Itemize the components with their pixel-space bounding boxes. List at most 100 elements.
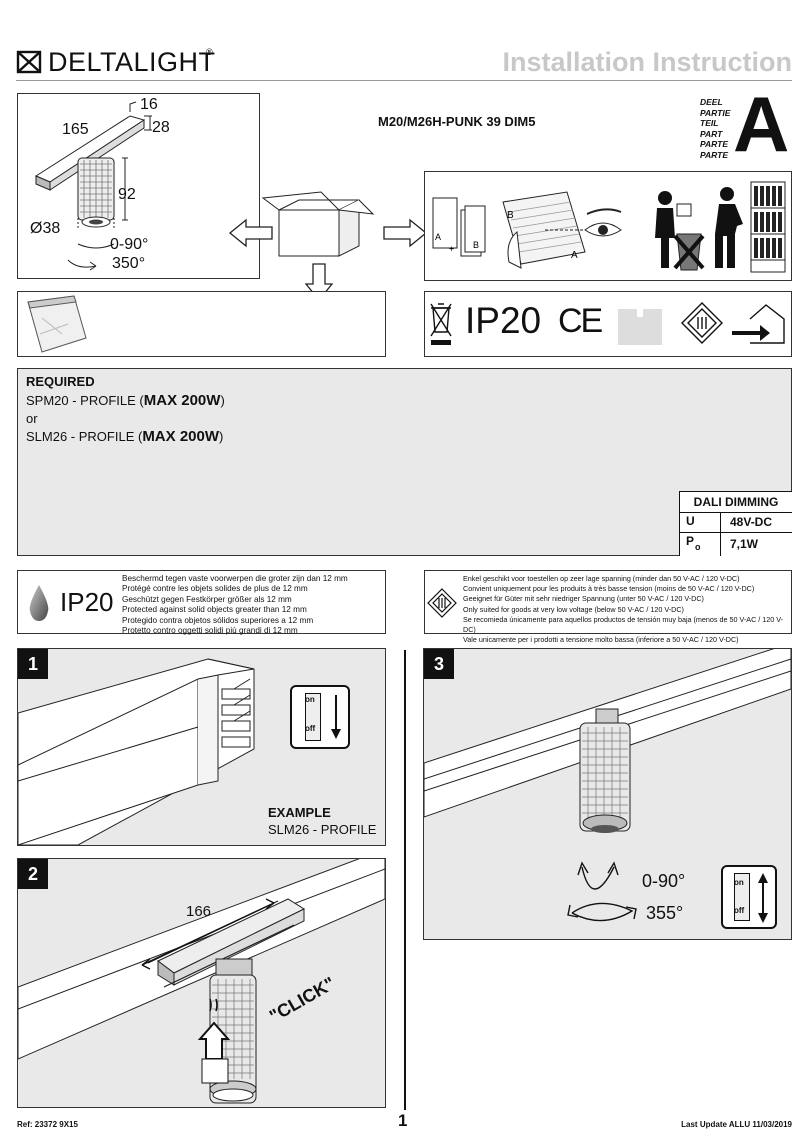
required-line-1-text: SPM20 - PROFILE ( <box>26 393 144 408</box>
ip20-label: IP20 <box>60 587 114 617</box>
step-2-length-label: 166 <box>186 903 212 920</box>
ip20-description: Beschermd tegen vaste voorwerpen die gro… <box>122 574 348 636</box>
step-2-number: 2 <box>18 859 48 889</box>
deltalight-logo-icon <box>16 50 42 74</box>
step-3-panel: 3 0-90° 355° on off <box>423 648 792 940</box>
product-code: M20/M26H-PUNK 39 DIM5 <box>378 114 536 129</box>
indoor-use-icon <box>732 304 785 344</box>
ip20-line: Beschermd tegen vaste voorwerpen die gro… <box>122 574 348 583</box>
arrow-down-icon <box>331 695 341 739</box>
switch-on-label: on <box>305 695 315 704</box>
plastic-bag-icon <box>27 295 87 353</box>
water-drop-icon <box>29 585 49 621</box>
ip20-line: Protetto contro oggetti solidi più grand… <box>122 626 298 636</box>
product-dimensions-panel: 16 165 28 92 Ø38 0-90° 350° <box>17 93 260 279</box>
dim-28: 28 <box>152 119 170 136</box>
switch-on-label: on <box>734 878 744 887</box>
dali-p-value: 7,1W <box>730 537 759 551</box>
profile-drawing <box>18 658 255 845</box>
cardboard-box-icon <box>261 191 375 257</box>
required-heading: REQUIRED <box>26 374 95 389</box>
step-1-number: 1 <box>18 649 48 679</box>
class-iii-small-icon <box>427 588 457 618</box>
arrow-up-down-icon <box>758 873 768 923</box>
footer-ref: Ref: 23372 9X15 <box>17 1120 78 1129</box>
required-or: or <box>26 411 38 426</box>
step-3-rotate-label: 355° <box>646 903 684 923</box>
part-letter: A <box>733 80 790 168</box>
required-line-2-max: MAX 200W <box>142 428 219 445</box>
switch-body <box>734 873 750 921</box>
step-1-panel: 1 on off EXAMPLE SLM26 - PROFILE <box>17 648 386 846</box>
step-3-switch: on off <box>721 865 777 929</box>
dali-u-value: 48V-DC <box>730 515 773 529</box>
unbox-arrow-left-icon <box>228 218 273 248</box>
dim-16: 16 <box>140 96 158 113</box>
footer-last-update: Last Update ALLU 11/03/2019 <box>681 1120 792 1129</box>
svg-text:+: + <box>449 244 454 254</box>
dim-165: 165 <box>62 121 89 138</box>
dali-dimming-table: DALI DIMMING U 48V-DC P o 7,1W <box>679 491 792 556</box>
surface-mount-icon <box>618 301 662 345</box>
part-word: PARTE <box>700 149 729 160</box>
ip-rating-text: IP20 <box>465 300 542 341</box>
brand-logo-text: DELTALIGHT <box>48 47 216 77</box>
part-word: DEEL <box>700 97 723 107</box>
svg-text:B: B <box>473 240 479 250</box>
ip20-line: Geschützt gegen Festkörper größer als 12… <box>122 594 292 604</box>
dim-38: Ø38 <box>30 220 61 237</box>
bag-panel <box>17 291 386 357</box>
class-iii-line: Enkel geschikt voor toestellen op zeer l… <box>463 574 740 583</box>
step-3-tilt-label: 0-90° <box>642 871 686 891</box>
step-1-example-label: EXAMPLE <box>268 805 331 820</box>
step-3-number: 3 <box>424 649 454 679</box>
required-line-1-max: MAX 200W <box>143 392 221 409</box>
read-and-keep-instructions-drawing: A B + B A <box>432 181 786 273</box>
dali-col-divider <box>720 512 721 556</box>
dali-p-sub: o <box>695 542 701 552</box>
ip20-line: Protegido contra objetos sólidos superio… <box>122 615 314 625</box>
dali-title: DALI DIMMING <box>680 492 792 513</box>
unbox-arrow-right-icon <box>383 218 428 248</box>
step-2-panel: 2 166 "CLICK" <box>17 858 386 1108</box>
required-line-1: SPM20 - PROFILE (MAX 200W) <box>26 392 225 409</box>
class-iii-line: Geeignet für Güter mit sehr niedriger Sp… <box>463 594 704 604</box>
switch-body <box>305 693 321 741</box>
ip20-info-panel: IP20 Beschermd tegen vaste voorwerpen di… <box>17 570 386 636</box>
class-iii-line: Vale unicamente per i prodotti a tension… <box>463 635 739 645</box>
adapter-insert-drawing <box>18 859 385 1104</box>
svg-text:A: A <box>435 232 441 242</box>
class-iii-description: Enkel geschikt voor toestellen op zeer l… <box>463 574 791 645</box>
page-title: Installation Instruction <box>502 47 792 77</box>
part-word: PARTE <box>700 139 729 149</box>
ce-mark: CE <box>558 302 603 340</box>
part-labels: DEEL PARTIE TEIL PART PARTE PARTE <box>700 97 740 160</box>
required-line-2-text: SLM26 - PROFILE ( <box>26 429 143 444</box>
product-drawing <box>34 101 152 271</box>
part-word: PARTIE <box>700 107 731 118</box>
part-word: PART <box>700 128 723 139</box>
ip20-line: Protected against solid objects greater … <box>122 605 307 615</box>
step-1-switch: on off <box>290 685 350 749</box>
class-iii-line: Se recomieda únicamente para aquellos pr… <box>463 614 784 635</box>
header-rule <box>16 80 792 81</box>
switch-off-label: off <box>305 724 316 733</box>
footer-page-number: 1 <box>398 1111 408 1130</box>
weee-bin-icon <box>430 303 452 345</box>
required-line-1-close: ) <box>220 393 225 408</box>
fixture-mounted-drawing <box>424 649 791 922</box>
class-iii-icon <box>681 302 723 344</box>
brand-registered-mark: ® <box>206 47 213 57</box>
steps-divider <box>404 650 406 1110</box>
svg-text:A: A <box>571 250 578 261</box>
required-line-2: SLM26 - PROFILE (MAX 200W) <box>26 428 223 445</box>
ip20-line: Protégé contre les objets solides de plu… <box>122 584 308 594</box>
step-1-profile-label: SLM26 - PROFILE <box>268 822 377 837</box>
required-panel: REQUIRED SPM20 - PROFILE (MAX 200W) or S… <box>17 368 792 556</box>
switch-off-label: off <box>734 906 745 915</box>
dim-rotate: 350° <box>112 255 146 272</box>
dim-tilt: 0-90° <box>110 236 149 253</box>
part-word: TEIL <box>700 118 719 128</box>
certifications-panel: IP20 CE <box>424 291 792 357</box>
class-iii-line: Only suited for goods at very low voltag… <box>463 604 684 614</box>
